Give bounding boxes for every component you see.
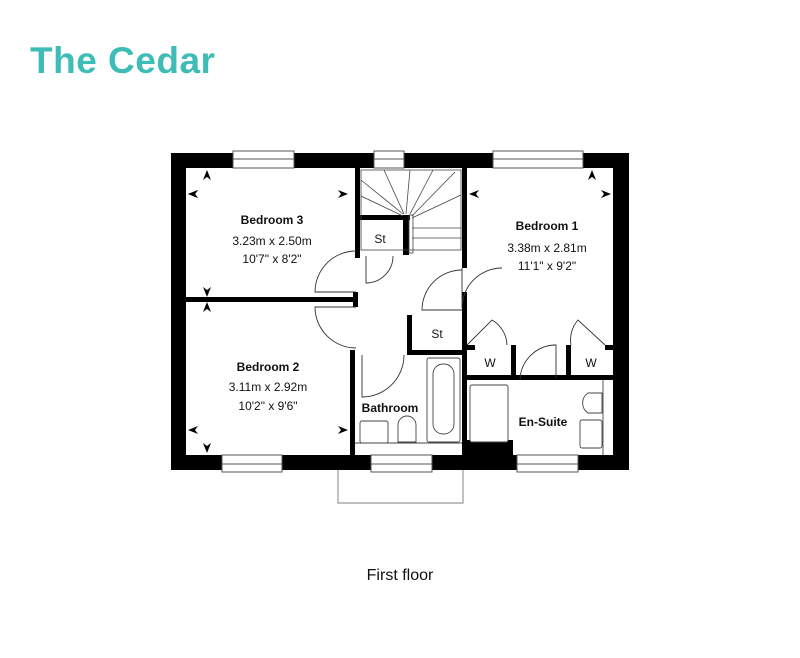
- wardrobe-label: W: [484, 356, 496, 370]
- room-imperial-bedroom-3: 10'7" x 8'2": [242, 252, 301, 266]
- room-metric-bedroom-2: 3.11m x 2.92m: [229, 380, 307, 394]
- ensuite-toilet: [582, 392, 603, 414]
- wardrobe-label: W: [585, 356, 597, 370]
- fixtures: [355, 357, 604, 455]
- storage-label: St: [374, 232, 386, 246]
- dimension-markers: [188, 170, 611, 453]
- floor-caption: First floor: [366, 567, 434, 584]
- room-imperial-bedroom-2: 10'2" x 9'6": [238, 399, 297, 413]
- room-name-bedroom-3: Bedroom 3: [241, 213, 304, 227]
- plan-title: The Cedar: [30, 40, 216, 81]
- porch-outline: [337, 470, 464, 504]
- windows: [221, 150, 584, 473]
- room-metric-bedroom-3: 3.23m x 2.50m: [232, 234, 311, 248]
- doors[interactable]: [314, 250, 606, 398]
- storage-label: St: [431, 327, 443, 341]
- bathroom-basin: [359, 420, 389, 444]
- room-name-bathroom: Bathroom: [362, 401, 419, 415]
- room-name-bedroom-1: Bedroom 1: [516, 219, 579, 233]
- room-metric-bedroom-1: 3.38m x 2.81m: [507, 241, 586, 255]
- interior-walls: [186, 168, 613, 470]
- room-name-en-suite: En-Suite: [519, 415, 568, 429]
- ensuite-basin: [579, 419, 603, 449]
- bathroom-toilet: [397, 415, 417, 443]
- room-imperial-bedroom-1: 11'1" x 9'2": [518, 259, 576, 273]
- staircase: [360, 169, 462, 254]
- room-name-bedroom-2: Bedroom 2: [237, 360, 300, 374]
- shower-tray: [469, 384, 509, 443]
